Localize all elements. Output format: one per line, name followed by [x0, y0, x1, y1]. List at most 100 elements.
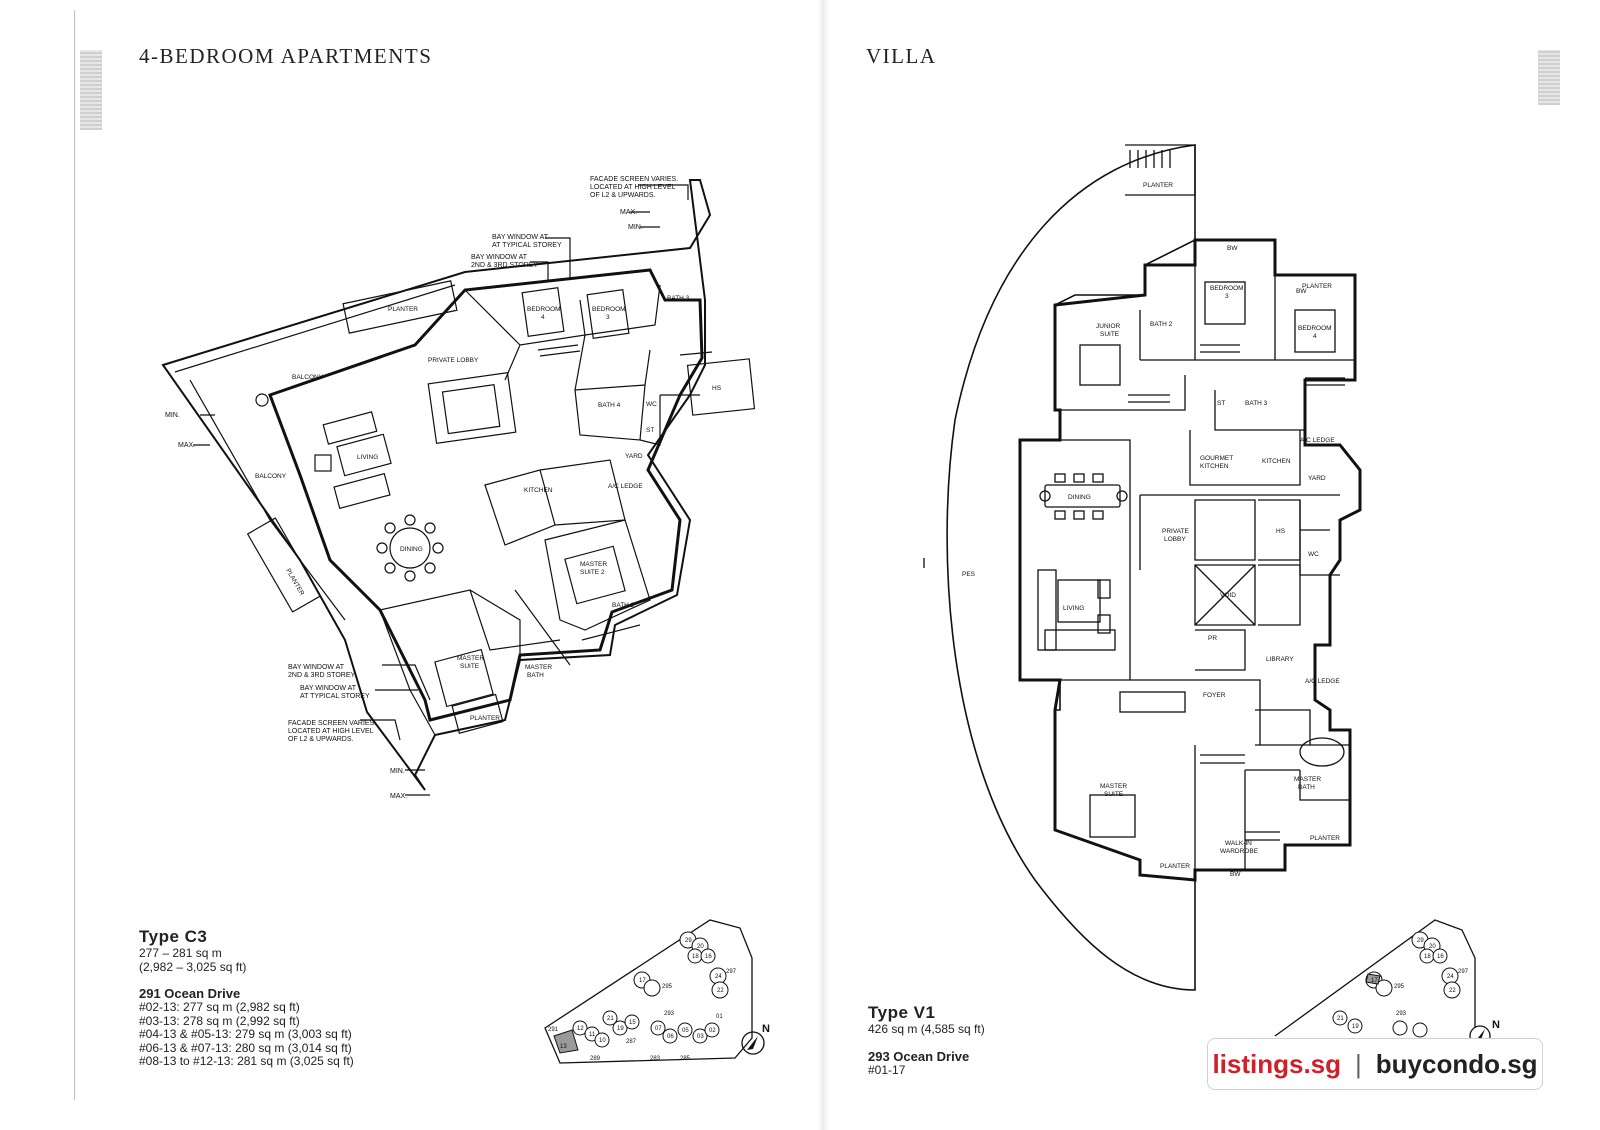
brand-listings: listings.sg [1212, 1048, 1342, 1079]
area-sqft: (2,982 – 3,025 sq ft) [139, 959, 247, 974]
keyplan-right-site [1274, 919, 1476, 1037]
v1-label-master-bath-a: MASTER [1294, 776, 1321, 783]
c3-column-marker [255, 393, 269, 407]
keyplan-left-north-circle [741, 1031, 765, 1055]
c3-label-balcony-left: BALCONY [255, 473, 287, 480]
c3-label-bay-typ-top-2: AT TYPICAL STOREY [492, 242, 562, 249]
v1-label-bedroom3-a: BEDROOM [1210, 285, 1244, 292]
floor-plan-type-c3: FACADE SCREEN VARIES. LOCATED AT HIGH LE… [161, 176, 756, 800]
v1-label-bw-bottom: BW [1230, 871, 1241, 878]
v1-label-planter-b1: PLANTER [1160, 863, 1190, 870]
keyplan-right-north-label: N [1492, 1019, 1500, 1031]
c3-lift-lobby [427, 372, 517, 444]
c3-label-master-suite-a: MASTER [457, 655, 484, 662]
c3-label-master-suite-b: SUITE [460, 663, 480, 670]
v1-label-junior-a: JUNIOR [1096, 323, 1121, 330]
v1-label-bedroom3-b: 3 [1225, 293, 1229, 300]
v1-label-planter-top: PLANTER [1143, 182, 1173, 189]
keyplan-right-label: 16 [1437, 954, 1444, 960]
c3-hs-box [686, 358, 756, 416]
v1-label-living: LIVING [1063, 605, 1084, 612]
building-name: 291 Ocean Drive [139, 986, 241, 1001]
c3-label-facade-top-1: FACADE SCREEN VARIES. [590, 176, 678, 183]
keyplan-right-label: 17 [1371, 978, 1378, 984]
keyplan-left-site [544, 919, 753, 1064]
v1-label-planter-r: PLANTER [1302, 283, 1332, 290]
unit-line: #02-13: 277 sq m (2,982 sq ft) [139, 1000, 300, 1014]
v1-sofa-bottom [1044, 629, 1116, 651]
c3-label-dining: DINING [400, 546, 423, 553]
c3-label-master-suite2-a: MASTER [580, 561, 607, 568]
keyplan-left-label: 10 [599, 1038, 606, 1044]
keyplan-left-label: 291 [548, 1027, 559, 1033]
c3-inner-walls [268, 268, 704, 722]
c3-master-walls [379, 589, 561, 736]
v1-label-bw-top: BW [1227, 245, 1238, 252]
v1-pes-boundary [946, 144, 1196, 991]
building-name-v1: 293 Ocean Drive [868, 1048, 970, 1064]
unit-type-v1: Type V1 [868, 1003, 936, 1022]
c3-label-wc: WC [646, 401, 657, 408]
c3-label-hs: HS [712, 385, 722, 392]
c3-label-planter-left: PLANTER [284, 568, 305, 598]
c3-label-bath4: BATH 4 [598, 402, 621, 409]
v1-label-library: LIBRARY [1266, 656, 1294, 663]
c3-label-facade-bot-2: LOCATED AT HIGH LEVEL [288, 728, 374, 735]
keyplan-right-highlight [1365, 973, 1381, 985]
unit-line: #03-13: 278 sq m (2,992 sq ft) [139, 1013, 300, 1028]
v1-label-st: ST [1217, 400, 1225, 407]
keyplan-left-highlight [553, 1029, 579, 1054]
c3-sofa-2 [333, 472, 391, 510]
v1-label-master-suite-b: SUITE [1104, 791, 1124, 798]
keyplan-right-label: 21 [1337, 1016, 1344, 1022]
v1-upper-rooms [1060, 265, 1355, 486]
page-tab-left [80, 50, 102, 130]
keyplan-left-label: 17 [639, 978, 646, 984]
unit-line-v1: #01-17 [868, 1062, 906, 1077]
v1-label-ac-ledge-bot: A/C LEDGE [1305, 678, 1340, 685]
keyplan-right-label: 22 [1449, 988, 1456, 994]
v1-label-ac-ledge-top: A/C LEDGE [1300, 437, 1335, 444]
v1-label-master-suite-a: MASTER [1100, 783, 1127, 790]
v1-bathtub [1299, 737, 1345, 767]
unit-line: #08-13 to #12-13: 281 sq m (3,025 sq ft) [139, 1054, 354, 1068]
c3-label-bedroom4-a: BEDROOM [527, 306, 561, 313]
v1-label-pr: PR [1208, 635, 1217, 642]
v1-label-hs: HS [1276, 528, 1286, 535]
c3-label-planter-top: PLANTER [388, 306, 418, 313]
v1-label-private-a: PRIVATE [1162, 528, 1190, 535]
unit-line: #04-13 & #05-13: 279 sq m (3,003 sq ft) [139, 1027, 352, 1041]
c3-label-ac-ledge: A/C LEDGE [608, 483, 643, 490]
v1-label-bedroom4-b: 4 [1313, 333, 1317, 340]
c3-label-st: ST [646, 427, 654, 434]
brand-separator: | [1355, 1048, 1362, 1079]
page-edge-line [74, 10, 75, 1100]
v1-label-planter-b2: PLANTER [1310, 835, 1340, 842]
c3-label-facade-bot-3: OF L2 & UPWARDS. [288, 736, 354, 743]
type-c3-info: Type C3 277 – 281 sq m (2,982 – 3,025 sq… [139, 927, 354, 1069]
c3-sofa-1 [322, 411, 378, 445]
keyplan-left-label: 02 [709, 1028, 716, 1034]
right-page-title: VILLA [866, 44, 937, 68]
keyplan-right-label: 297 [1458, 969, 1469, 975]
c3-label-bedroom4-b: 4 [541, 314, 545, 321]
c3-label-living: LIVING [357, 454, 378, 461]
brand-buycondo: buycondo.sg [1375, 1048, 1538, 1079]
c3-label-yard: YARD [625, 453, 643, 460]
c3-planter-bottom [451, 693, 504, 734]
v1-central [1139, 494, 1340, 626]
c3-dining-table [389, 527, 431, 569]
c3-label-max-left: MAX. [178, 442, 195, 449]
v1-label-foyer: FOYER [1203, 692, 1226, 699]
branding-watermark: listings.sg | buycondo.sg [1207, 1038, 1543, 1090]
c3-label-facade-bot-1: FACADE SCREEN VARIES. [288, 720, 376, 727]
keyplan-left-label: 283 [650, 1056, 661, 1062]
c3-label-bay-typ-top-1: BAY WINDOW AT [492, 234, 549, 241]
keyplan-left-label: 24 [715, 974, 722, 980]
page-gutter [818, 0, 830, 1130]
keyplan-left-label: 15 [629, 1020, 636, 1026]
c3-coffee-table [336, 433, 392, 477]
c3-label-bath3: BATH 3 [667, 295, 690, 302]
keyplan-left-label: 293 [664, 1011, 675, 1017]
keyplan-right-label: 29 [1417, 938, 1424, 944]
